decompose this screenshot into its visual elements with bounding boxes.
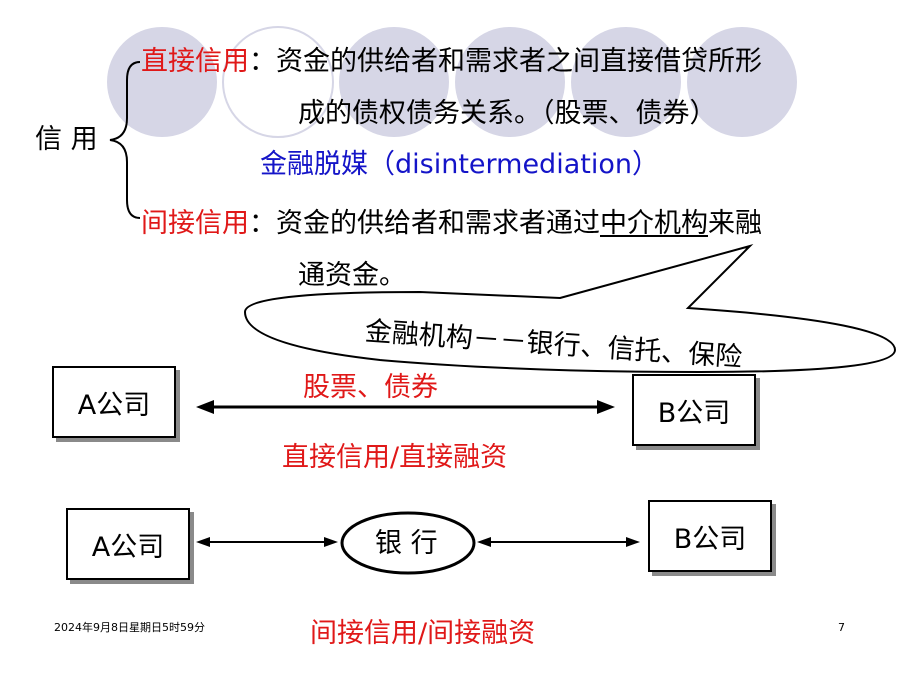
company-b-box-indirect: B公司 (648, 500, 772, 572)
deco-circle-filled (687, 27, 797, 137)
direct-financing-caption: 直接信用/直接融资 (282, 442, 508, 473)
indirect-credit-definition-pre: 资金的供给者和需求者通过 (276, 208, 600, 239)
page-number: 7 (838, 621, 845, 634)
deco-circle-filled (107, 27, 217, 137)
company-a-label: A公司 (91, 531, 165, 563)
company-a-box-direct: A公司 (52, 366, 176, 438)
arrow-head-right (597, 400, 615, 414)
direct-credit-term: 直接信用 (141, 46, 249, 77)
direct-credit-definition-1: 资金的供给者和需求者之间直接借贷所形 (276, 46, 762, 77)
arrow-head-left (477, 537, 491, 547)
indirect-credit-colon: ： (249, 208, 276, 239)
indirect-credit-definition-2: 通资金。 (298, 260, 406, 291)
arrow-head-left (196, 537, 210, 547)
bank-label: 银 行 (375, 528, 438, 559)
indirect-credit-line-1: 间接信用：资金的供给者和需求者通过中介机构来融 (141, 210, 762, 237)
indirect-credit-term: 间接信用 (141, 208, 249, 239)
credit-label: 信 用 (35, 124, 98, 155)
company-b-label: B公司 (657, 397, 731, 429)
arrow-head-right (324, 537, 338, 547)
brace-icon (109, 61, 141, 219)
footer-date: 2024年9月8日星期日5时59分 (54, 621, 205, 634)
arrow-head-right (626, 537, 640, 547)
arrow-head-left (196, 400, 214, 414)
direct-credit-definition-2: 成的债权债务关系。（股票、债券） (298, 98, 717, 129)
instrument-label: 股票、债券 (303, 372, 438, 403)
direct-credit-colon: ： (249, 46, 276, 77)
company-b-label: B公司 (673, 523, 747, 555)
deco-circle-filled (339, 27, 449, 137)
callout-bubble (243, 244, 897, 374)
company-a-box-indirect: A公司 (66, 508, 190, 580)
deco-circle-filled (571, 27, 681, 137)
deco-circle-filled (455, 27, 565, 137)
company-a-label: A公司 (77, 389, 151, 421)
disintermediation-term: 金融脱媒（disintermediation） (260, 149, 659, 180)
deco-circle-outline (222, 26, 334, 138)
indirect-financing-caption: 间接信用/间接融资 (310, 618, 536, 649)
company-b-box-direct: B公司 (632, 374, 756, 446)
bank-ellipse (340, 511, 476, 575)
direct-credit-line-1: 直接信用：资金的供给者和需求者之间直接借贷所形 (141, 48, 762, 75)
indirect-credit-definition-post: 来融 (708, 208, 762, 239)
intermediary-underlined: 中介机构 (600, 208, 708, 239)
